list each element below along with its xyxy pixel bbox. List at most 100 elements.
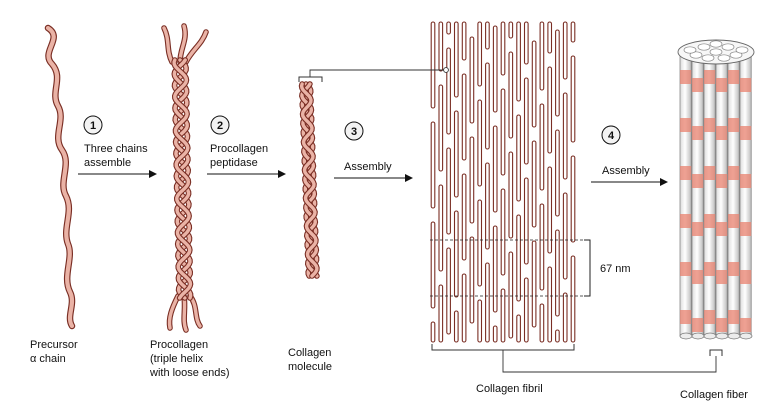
- fiber-band: [740, 78, 752, 92]
- step-4-caption: Assembly: [602, 165, 650, 177]
- fibril-rod: [492, 25, 498, 113]
- step-2-caption-line1: Procollagen: [210, 143, 268, 155]
- fiber-band: [740, 126, 752, 140]
- fiber-cylinder-base: [739, 332, 753, 340]
- fiber-band: [692, 78, 704, 92]
- fibril-rod: [477, 21, 483, 87]
- procollagen-triple-helix: [161, 23, 209, 333]
- fiber-band: [728, 310, 740, 324]
- fibril-rod: [516, 314, 521, 343]
- fiber-cylinder-base: [691, 332, 705, 340]
- fibril-rod: [547, 266, 553, 343]
- fibril-rod: [531, 40, 537, 128]
- step-4-number: 4: [608, 130, 615, 142]
- fibril-rod: [508, 21, 514, 39]
- fibril-rod: [516, 21, 521, 102]
- fiber-band: [680, 70, 692, 84]
- fibril-rod: [508, 251, 514, 339]
- fibril-rod: [547, 21, 553, 54]
- fibril-rod: [477, 99, 483, 187]
- step-3-circle: [344, 121, 364, 141]
- fibril-rod: [539, 21, 545, 91]
- fibril-rod: [461, 273, 467, 343]
- fiber-band: [680, 214, 692, 228]
- fiber-cylinder: [703, 51, 716, 337]
- fibril-rod: [523, 177, 529, 265]
- precursor-alpha-chain: [44, 24, 76, 330]
- fiber-band: [704, 166, 716, 180]
- collagen-molecule-helix: [298, 81, 320, 279]
- fibril-rod: [523, 277, 529, 343]
- fiber-band: [716, 174, 728, 188]
- fibril-rod: [547, 66, 553, 154]
- fibril-rod: [438, 184, 444, 272]
- fibril-rod: [531, 240, 537, 328]
- fibril-rod: [461, 21, 467, 61]
- fibril-rod: [555, 229, 560, 317]
- fibril-rod: [485, 162, 490, 250]
- fibril-rod: [555, 29, 560, 117]
- fibril-rod: [539, 103, 545, 191]
- fibril-rod: [570, 21, 576, 43]
- fibril-rod: [461, 73, 467, 161]
- fiber-cylinder: [727, 51, 740, 337]
- fiber-band: [728, 70, 740, 84]
- fibril-rod: [446, 247, 451, 335]
- fibril-rod: [539, 303, 545, 343]
- fiber-band: [740, 318, 752, 332]
- step-2-number: 2: [217, 120, 223, 132]
- fibril-rod: [562, 192, 568, 280]
- fibril-rod: [562, 92, 568, 180]
- fibril-rod: [516, 214, 521, 302]
- fiber-band: [692, 222, 704, 236]
- fibril-rod: [430, 121, 436, 209]
- fiber-cylinder: [679, 51, 692, 337]
- fiber-cross-section: [717, 54, 731, 62]
- fiber-cylinder-base: [703, 332, 717, 340]
- fibril-rod: [492, 225, 498, 313]
- fibril-bracket: [431, 344, 575, 351]
- collagen-fibril: [430, 21, 576, 343]
- fibril-rod: [430, 21, 436, 109]
- fibril-rod: [523, 21, 529, 65]
- fiber-band: [680, 310, 692, 324]
- fibril-rod: [485, 21, 490, 50]
- fibril-rod: [438, 284, 444, 343]
- fibril-rod: [453, 210, 459, 298]
- connector-dot: [443, 67, 449, 73]
- fibril-rod: [570, 55, 576, 143]
- period-indicator: 67 nm: [430, 239, 631, 297]
- fibril-rod: [555, 329, 560, 343]
- molecule-label-line1: Collagen: [288, 347, 331, 359]
- step-4-circle: [601, 125, 621, 145]
- fibril-rod: [485, 262, 490, 343]
- molecule-to-fibril-connector: [309, 69, 445, 77]
- fibril-rod: [446, 147, 451, 235]
- fiber-band: [716, 222, 728, 236]
- fibril-rod: [492, 125, 498, 213]
- fiber-cylinder: [691, 51, 704, 337]
- fibril-rod: [453, 310, 459, 343]
- fiber-cross-section: [697, 43, 711, 51]
- step-3-caption: Assembly: [344, 161, 392, 173]
- molecule-bracket: [298, 76, 323, 82]
- procollagen-label-line1: Procollagen: [150, 339, 208, 351]
- fiber-cross-section: [729, 51, 743, 59]
- fibril-rod: [508, 51, 514, 139]
- fiber-band: [704, 310, 716, 324]
- fiber-band: [680, 166, 692, 180]
- procollagen-label-line3: with loose ends): [149, 367, 230, 379]
- period-bracket: [584, 239, 591, 297]
- fiber-cylinder-base: [715, 332, 729, 340]
- fiber-band: [728, 262, 740, 276]
- procollagen-label-line2: (triple helix: [150, 353, 204, 365]
- fibril-rod: [500, 21, 506, 76]
- fiber-band: [704, 262, 716, 276]
- fiber-band: [692, 126, 704, 140]
- fiber-band: [740, 174, 752, 188]
- step-4-badge: 4: [601, 125, 621, 145]
- fiber-band: [704, 118, 716, 132]
- fibril-rod: [453, 21, 459, 98]
- fibril-rod: [500, 88, 506, 176]
- fibril-rod: [469, 136, 475, 224]
